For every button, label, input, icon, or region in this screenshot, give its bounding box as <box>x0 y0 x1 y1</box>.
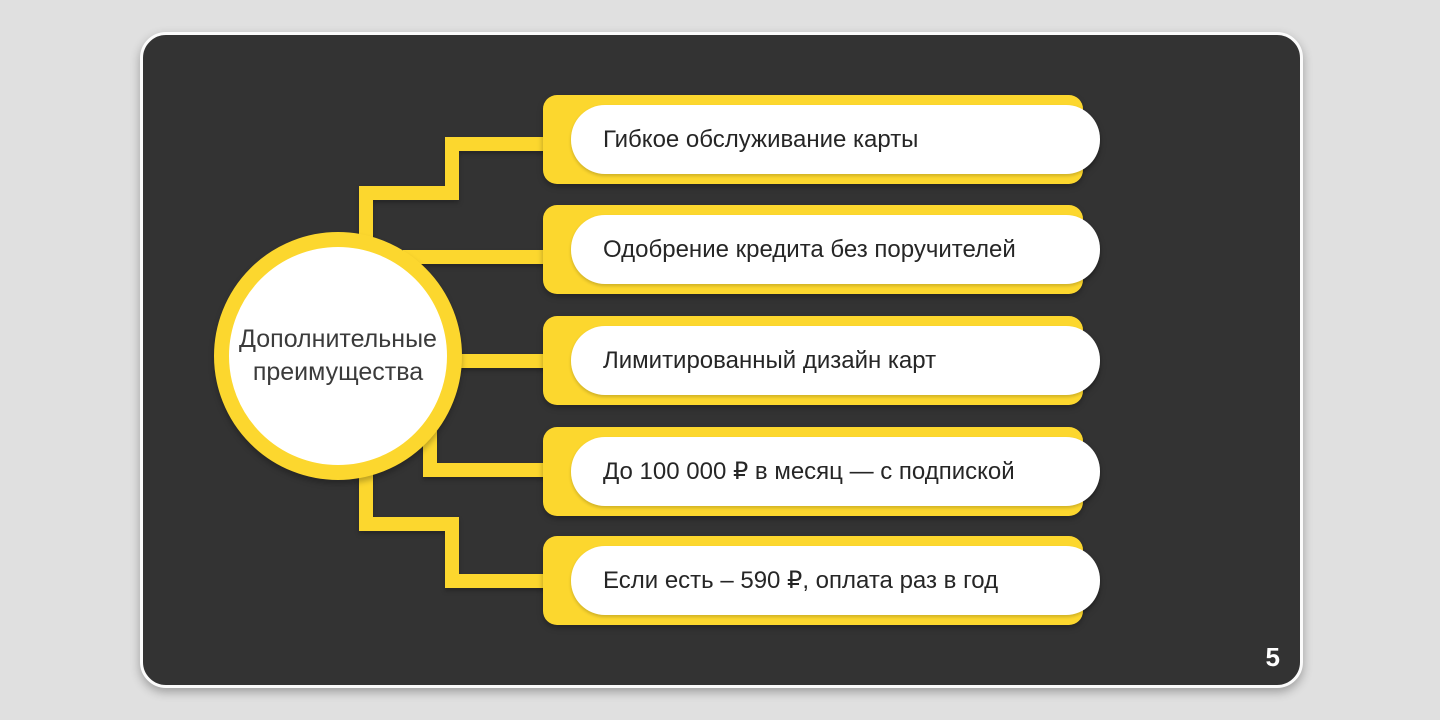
slide-card: Дополнительные преимущества Гибкое обслу… <box>140 32 1303 688</box>
benefit-label: Лимитированный дизайн карт <box>603 346 937 374</box>
benefit-label: Гибкое обслуживание карты <box>603 125 919 153</box>
benefit-box-credit-approval: Одобрение кредита без поручителей <box>543 205 1100 294</box>
benefit-pill: Если есть – 590 ₽, оплата раз в год <box>571 546 1100 615</box>
benefit-label: Если есть – 590 ₽, оплата раз в год <box>603 567 999 594</box>
center-node-label-line2: преимущества <box>252 358 424 386</box>
benefit-pill: До 100 000 ₽ в месяц — с подпиской <box>571 437 1100 506</box>
benefit-box-monthly-limit: До 100 000 ₽ в месяц — с подпиской <box>543 427 1100 516</box>
benefit-box-flexible-service: Гибкое обслуживание карты <box>543 95 1100 184</box>
connector-lines <box>359 137 549 588</box>
connector-5 <box>359 465 549 588</box>
page-number: 5 <box>1265 642 1280 672</box>
connector-1 <box>359 137 549 247</box>
benefit-box-limited-design: Лимитированный дизайн карт <box>543 316 1100 405</box>
benefit-label: До 100 000 ₽ в месяц — с подпиской <box>603 458 1015 485</box>
benefit-pill: Лимитированный дизайн карт <box>571 326 1100 395</box>
center-node-additional-benefits: Дополнительные преимущества <box>214 232 462 480</box>
connector-4 <box>423 431 549 477</box>
benefit-pill: Одобрение кредита без поручителей <box>571 215 1100 284</box>
center-node-label-line1: Дополнительные <box>239 325 437 353</box>
benefit-pill: Гибкое обслуживание карты <box>571 105 1100 174</box>
benefit-label: Одобрение кредита без поручителей <box>603 235 1016 263</box>
benefit-box-yearly-fee: Если есть – 590 ₽, оплата раз в год <box>543 536 1100 625</box>
